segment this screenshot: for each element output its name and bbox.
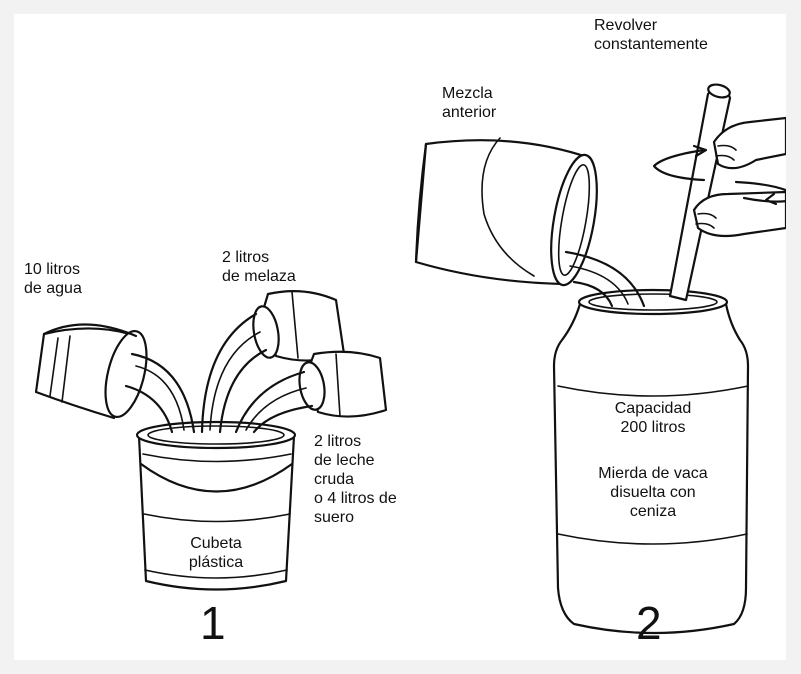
water-bucket (34, 323, 148, 420)
stir-label: Revolver constantemente (594, 17, 708, 53)
illustration-canvas: 10 litros de agua 2 litros de melaza 2 l… (14, 14, 786, 660)
previous-mixture-bucket (414, 137, 598, 287)
milk-bottle (298, 350, 388, 418)
step-number-2: 2 (636, 597, 662, 649)
bucket-label: Cubeta plástica (188, 535, 244, 571)
milk-stream (234, 370, 314, 434)
content-label: Mierda de vaca disuelta con ceniza (598, 465, 708, 520)
pour-stream (564, 250, 646, 308)
stirring-stick (668, 83, 732, 302)
line-drawing (34, 83, 786, 635)
molasses-label: 2 litros de melaza (222, 249, 296, 285)
previous-mixture-label: Mezcla anterior (442, 85, 497, 121)
drum (552, 288, 750, 635)
step-number-1: 1 (200, 597, 226, 649)
capacity-label: Capacidad 200 litros (614, 400, 692, 436)
water-label: 10 litros de agua (24, 261, 82, 297)
rotation-arrows (652, 144, 786, 206)
hands (692, 116, 786, 238)
molasses-stream (200, 312, 268, 434)
molasses-bottle (252, 290, 346, 362)
water-stream (124, 352, 196, 434)
milk-label: 2 litros de leche cruda o 4 litros de su… (314, 433, 397, 526)
plastic-bucket (135, 420, 297, 591)
